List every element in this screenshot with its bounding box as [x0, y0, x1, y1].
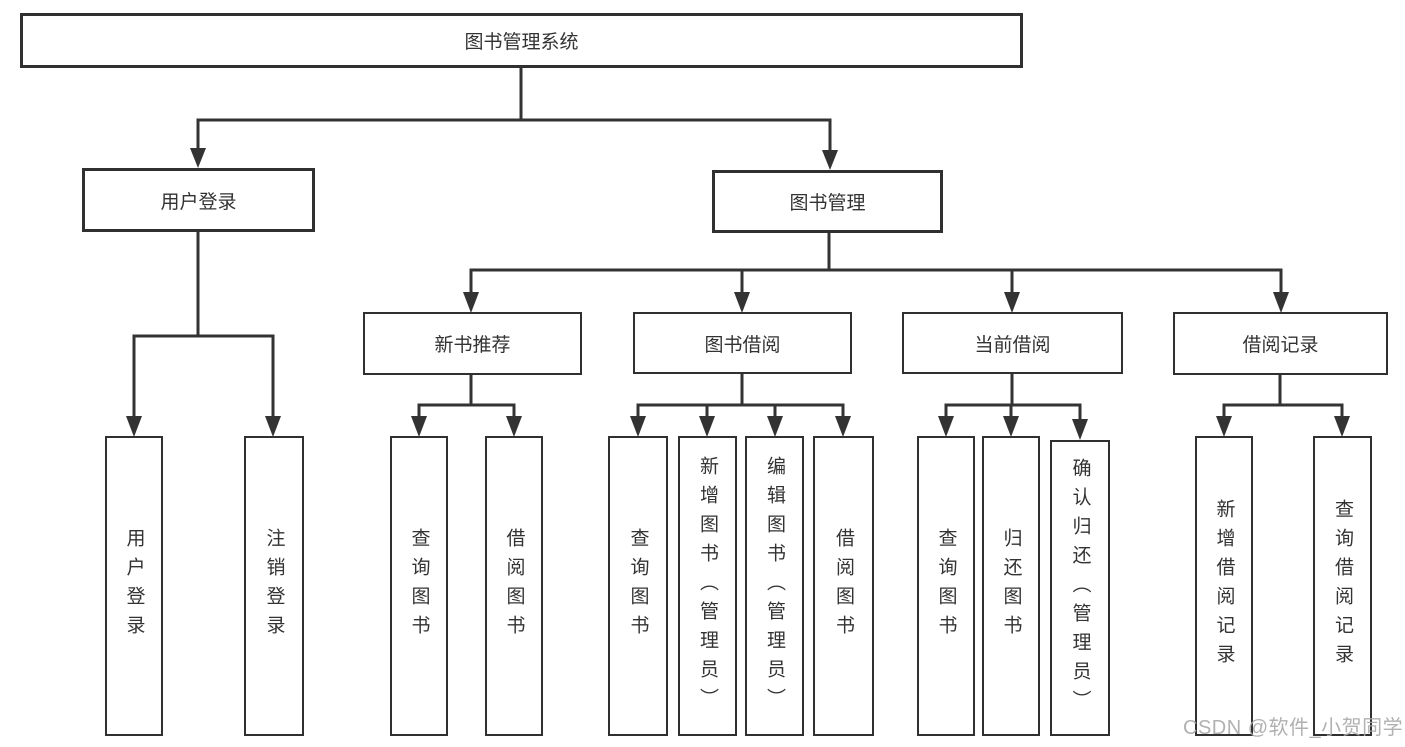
node-current-borrow: 当前借阅: [902, 312, 1123, 374]
node-leaf-user-login-label: 用户登录: [123, 528, 145, 644]
node-leaf-logout-label: 注销登录: [263, 528, 285, 644]
connector-strokes: [132, 68, 1344, 421]
node-root-system: 图书管理系统: [20, 13, 1023, 68]
node-leaf-bw-borrow-book: 借阅图书: [813, 436, 874, 736]
node-leaf-bw-add-book-admin: 新增图书（管理员）: [678, 436, 737, 736]
node-borrow-records: 借阅记录: [1173, 312, 1388, 375]
node-leaf-user-login: 用户登录: [105, 436, 163, 736]
node-leaf-bw-add-book-admin-label: 新增图书（管理员）: [697, 455, 718, 717]
arrowheads: [126, 148, 1350, 440]
node-leaf-rc-add-record: 新增借阅记录: [1195, 436, 1253, 736]
node-leaf-rc-add-record-label: 新增借阅记录: [1213, 499, 1235, 673]
csdn-watermark: CSDN @软件_小贺同学: [1183, 717, 1404, 739]
node-leaf-rc-query-record: 查询借阅记录: [1313, 436, 1372, 736]
node-leaf-bw-query-book-label: 查询图书: [627, 528, 649, 644]
node-leaf-nb-borrow-book: 借阅图书: [485, 436, 543, 736]
node-leaf-cu-confirm-return-admin: 确认归还（管理员）: [1050, 440, 1110, 736]
node-user-login-module: 用户登录: [82, 168, 315, 232]
node-leaf-logout: 注销登录: [244, 436, 304, 736]
node-leaf-bw-borrow-book-label: 借阅图书: [833, 528, 854, 644]
node-leaf-bw-query-book: 查询图书: [608, 436, 668, 736]
node-leaf-cu-confirm-return-admin-label: 确认归还（管理员）: [1069, 457, 1091, 719]
node-leaf-bw-edit-book-admin-label: 编辑图书（管理员）: [764, 455, 785, 717]
node-leaf-nb-query-book-label: 查询图书: [408, 528, 430, 644]
node-leaf-bw-edit-book-admin: 编辑图书（管理员）: [745, 436, 804, 736]
node-leaf-cu-return-book: 归还图书: [982, 436, 1040, 736]
node-leaf-cu-return-book-label: 归还图书: [1000, 528, 1022, 644]
node-leaf-rc-query-record-label: 查询借阅记录: [1332, 499, 1353, 673]
node-book-management-module: 图书管理: [712, 170, 943, 233]
node-leaf-cu-query-book-label: 查询图书: [935, 528, 957, 644]
node-book-borrow: 图书借阅: [633, 312, 852, 374]
node-leaf-cu-query-book: 查询图书: [917, 436, 975, 736]
node-leaf-nb-borrow-book-label: 借阅图书: [503, 528, 525, 644]
node-leaf-nb-query-book: 查询图书: [390, 436, 448, 736]
node-new-book-recommend: 新书推荐: [363, 312, 582, 375]
